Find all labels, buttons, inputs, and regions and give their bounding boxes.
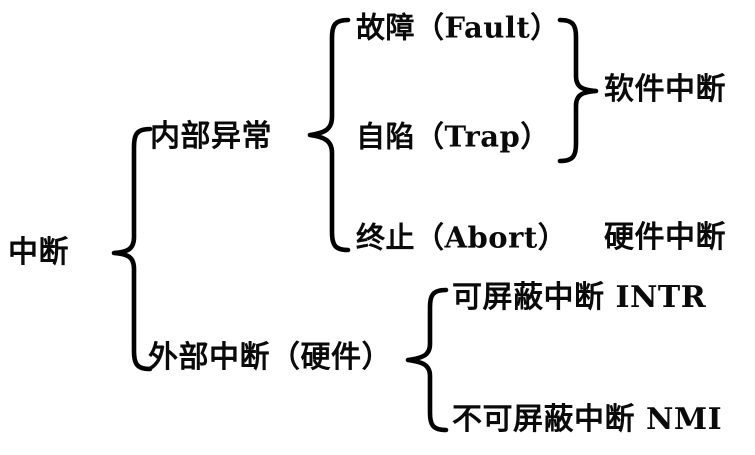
node-nonmaskable-interrupt-nmi: 不可屏蔽中断 NMI <box>452 402 723 437</box>
brace-external-interrupt <box>404 286 449 434</box>
brace-software-interrupt-group <box>556 16 600 166</box>
node-internal-exception: 内部异常 <box>150 119 272 154</box>
brace-internal-exception <box>306 16 351 254</box>
node-trap: 自陷（Trap） <box>356 119 550 154</box>
node-external-interrupt: 外部中断（硬件） <box>148 340 392 375</box>
node-root-interrupt: 中断 <box>8 235 69 270</box>
node-abort: 终止（Abort） <box>356 220 568 255</box>
node-software-interrupt: 软件中断 <box>604 72 726 107</box>
node-maskable-interrupt-intr: 可屏蔽中断 INTR <box>452 280 707 315</box>
node-hardware-interrupt: 硬件中断 <box>604 220 726 255</box>
brace-root <box>110 125 153 373</box>
node-fault: 故障（Fault） <box>356 10 560 45</box>
